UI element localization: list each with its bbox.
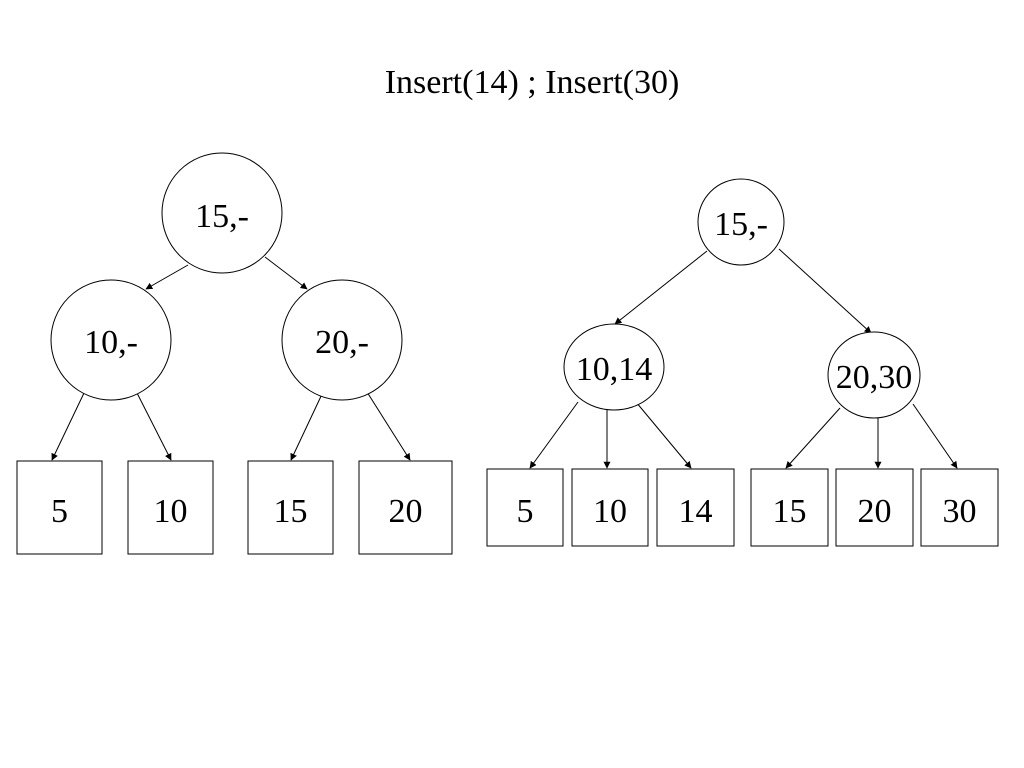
tree-after-leaf-4-label: 15 bbox=[773, 493, 807, 530]
tree-after-internal-right-label: 20,30 bbox=[836, 359, 913, 396]
tree-after: 15,- 10,14 20,30 5 10 14 15 bbox=[486, 178, 999, 547]
tree-before-internal-node-right: 20,- bbox=[281, 279, 403, 401]
edge-after-root-right bbox=[778, 248, 872, 334]
tree-after-leaf-3-label: 14 bbox=[679, 493, 713, 530]
edge-before-root-right bbox=[264, 256, 308, 290]
tree-after-leaf-1: 5 bbox=[486, 468, 564, 547]
edge-after-left-leaf3 bbox=[635, 401, 692, 469]
edge-after-root-left bbox=[614, 250, 708, 325]
tree-after-leaf-3: 14 bbox=[656, 468, 735, 547]
tree-after-internal-node-right: 20,30 bbox=[827, 331, 921, 419]
tree-before-internal-node-left: 10,- bbox=[50, 279, 172, 401]
tree-before-root-node: 15,- bbox=[161, 152, 283, 274]
tree-before-leaf-1: 5 bbox=[16, 460, 103, 555]
tree-after-leaf-1-label: 5 bbox=[517, 493, 534, 530]
tree-after-leaf-4: 15 bbox=[750, 468, 829, 547]
edge-after-right-leaf6 bbox=[912, 403, 958, 469]
tree-after-leaf-2-label: 10 bbox=[593, 493, 627, 530]
edge-before-left-leaf2 bbox=[136, 392, 172, 461]
tree-before-edges bbox=[51, 256, 411, 461]
tree-after-leaf-5: 20 bbox=[835, 468, 914, 547]
edge-after-left-leaf1 bbox=[529, 401, 579, 469]
tree-before-internal-left-label: 10,- bbox=[84, 324, 138, 361]
tree-before-leaf-3-label: 15 bbox=[274, 493, 308, 530]
tree-before-leaf-1-label: 5 bbox=[51, 493, 68, 530]
tree-after-internal-left-label: 10,14 bbox=[576, 351, 653, 388]
tree-before-root-label: 15,- bbox=[195, 198, 249, 235]
tree-after-root-node: 15,- bbox=[697, 178, 785, 266]
tree-after-internal-node-left: 10,14 bbox=[563, 323, 665, 411]
tree-before-leaf-3: 15 bbox=[247, 460, 334, 555]
slide-title: Insert(14) ; Insert(30) bbox=[385, 64, 680, 101]
edge-before-left-leaf1 bbox=[51, 392, 85, 461]
tree-after-leaf-2: 10 bbox=[571, 468, 649, 547]
tree-before-leaf-2-label: 10 bbox=[154, 493, 188, 530]
tree-after-leaf-5-label: 20 bbox=[858, 493, 892, 530]
tree-after-root-label: 15,- bbox=[714, 206, 768, 243]
tree-before: 15,- 10,- 20,- 5 10 15 20 bbox=[16, 152, 453, 555]
tree-before-leaf-4-label: 20 bbox=[389, 493, 423, 530]
tree-after-leaf-6: 30 bbox=[920, 468, 999, 547]
edge-before-right-leaf3 bbox=[290, 391, 324, 461]
edge-before-root-left bbox=[145, 264, 189, 290]
tree-before-internal-right-label: 20,- bbox=[315, 324, 369, 361]
tree-before-leaf-4: 20 bbox=[358, 460, 453, 555]
tree-after-edges bbox=[529, 248, 958, 469]
edge-after-right-leaf4 bbox=[785, 407, 841, 469]
tree-before-leaf-2: 10 bbox=[127, 460, 214, 555]
tree-after-leaf-6-label: 30 bbox=[943, 493, 977, 530]
edge-before-right-leaf4 bbox=[366, 391, 411, 461]
